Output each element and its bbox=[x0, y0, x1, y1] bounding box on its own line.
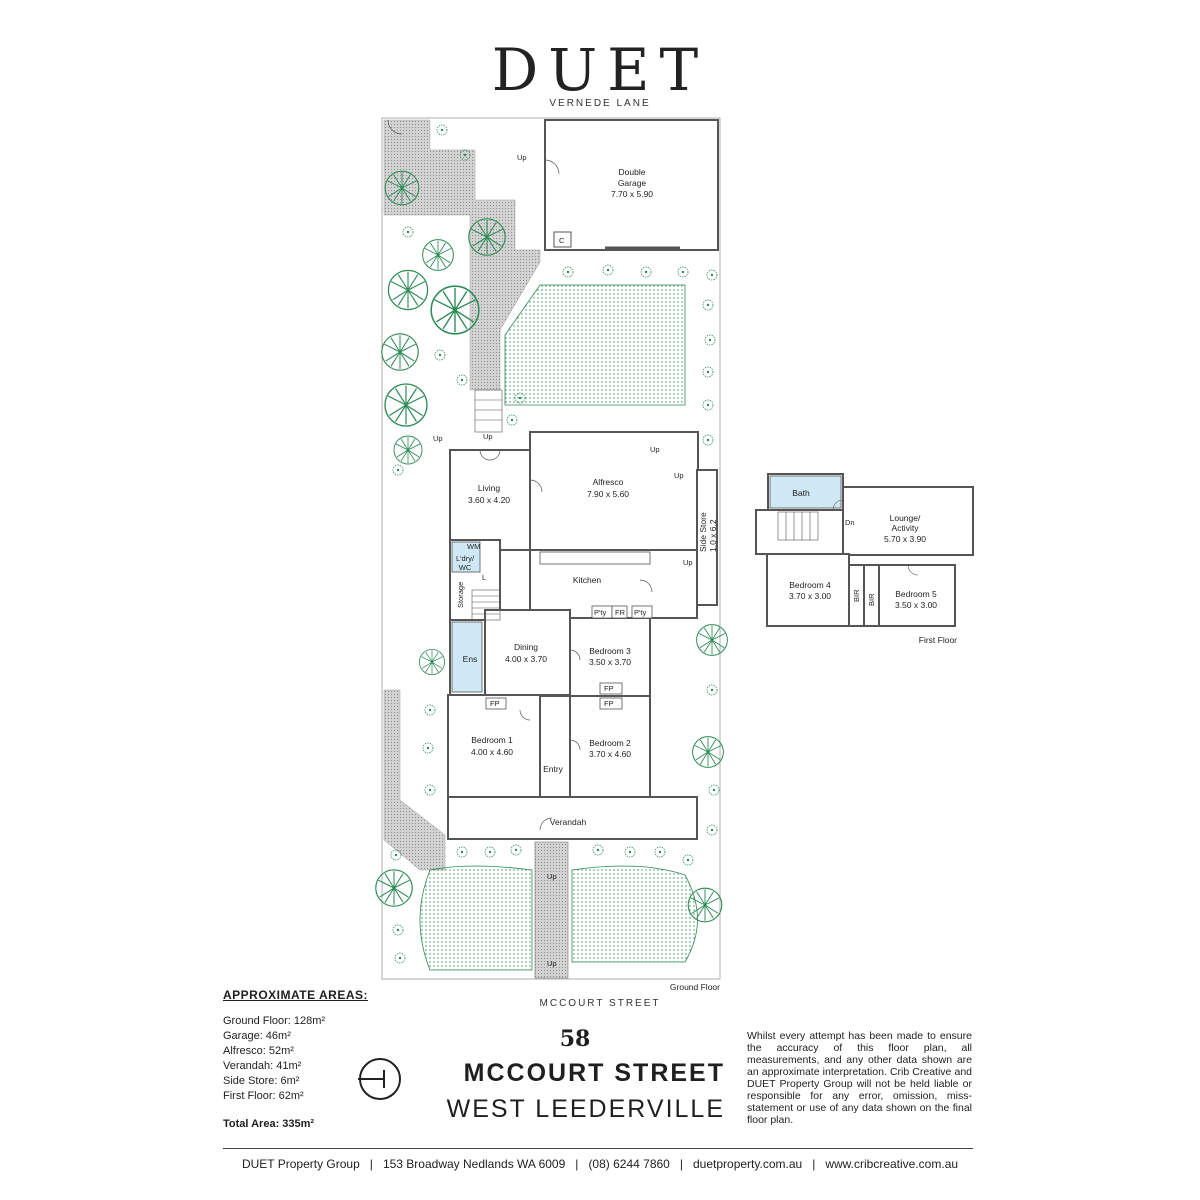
up-label: Up bbox=[547, 872, 557, 881]
footer-separator: | bbox=[812, 1157, 816, 1171]
storage-label: Storage bbox=[456, 582, 465, 608]
alfresco-dims: 7.90 x 5.60 bbox=[587, 489, 629, 499]
laundry-label-2: WC bbox=[459, 563, 472, 572]
area-item: Garage: 46m² bbox=[223, 1030, 291, 1042]
bedroom3-dims: 3.50 x 3.70 bbox=[589, 657, 631, 667]
areas-panel: APPROXIMATE AREAS: Ground Floor: 128m² G… bbox=[223, 988, 423, 1130]
area-item: Side Store: 6m² bbox=[223, 1075, 300, 1087]
living-label: Living bbox=[478, 483, 500, 493]
street-number: 58 bbox=[559, 1026, 591, 1052]
up-label: Up bbox=[483, 432, 493, 441]
cupboard-label: C bbox=[559, 236, 565, 245]
side-store-label: Side Store bbox=[698, 512, 708, 552]
side-store-dims: 1.0 x 6.2 bbox=[708, 519, 718, 552]
up-label: Up bbox=[433, 434, 443, 443]
bedroom5-label: Bedroom 5 bbox=[895, 589, 937, 599]
garage-label-2: Garage bbox=[618, 178, 647, 188]
bedroom5-dims: 3.50 x 3.00 bbox=[895, 600, 937, 610]
bedroom4-label: Bedroom 4 bbox=[789, 580, 831, 590]
kitchen-label: Kitchen bbox=[573, 575, 602, 585]
washing-machine-label: WM bbox=[467, 542, 480, 551]
dining-label: Dining bbox=[514, 642, 538, 652]
laundry-label: L'dry/ bbox=[456, 554, 475, 563]
footer-website-link[interactable]: duetproperty.com.au bbox=[693, 1157, 803, 1171]
first-floor-label: First Floor bbox=[919, 635, 957, 645]
street-label: MCCOURT STREET bbox=[539, 998, 661, 1009]
bedroom2-label: Bedroom 2 bbox=[589, 738, 631, 748]
pantry-label: P'ty bbox=[594, 608, 607, 617]
bedroom1-dims: 4.00 x 4.60 bbox=[471, 747, 513, 757]
bedroom2-dims: 3.70 x 4.60 bbox=[589, 749, 631, 759]
footer-separator: | bbox=[369, 1157, 373, 1171]
up-label: Up bbox=[683, 558, 693, 567]
ground-floor-label: Ground Floor bbox=[670, 982, 720, 992]
footer-divider bbox=[223, 1148, 973, 1149]
area-item: First Floor: 62m² bbox=[223, 1090, 304, 1102]
linen-label: L bbox=[482, 573, 486, 582]
pantry-label: P'ty bbox=[634, 608, 647, 617]
footer-company: DUET Property Group bbox=[241, 1157, 360, 1171]
up-label: Up bbox=[674, 471, 684, 480]
lounge-label: Lounge/ bbox=[890, 513, 921, 523]
footer-phone[interactable]: (08) 6244 7860 bbox=[588, 1157, 670, 1171]
entry-label: Entry bbox=[543, 764, 564, 774]
fireplace-label: FP bbox=[490, 699, 500, 708]
fireplace-label: FP bbox=[604, 684, 614, 693]
robe-label: BIR bbox=[852, 589, 861, 602]
fireplace-label: FP bbox=[604, 699, 614, 708]
up-label: Up bbox=[547, 959, 557, 968]
footer: DUET Property Group | 153 Broadway Nedla… bbox=[0, 1157, 1200, 1171]
disclaimer: Whilst every attempt has been made to en… bbox=[747, 1030, 972, 1126]
brand-logo: DUET bbox=[491, 36, 709, 104]
address-street: MCCOURT STREET bbox=[463, 1059, 725, 1087]
area-item: Verandah: 41m² bbox=[223, 1060, 302, 1072]
lounge-dims: 5.70 x 3.90 bbox=[884, 534, 926, 544]
total-area: Total Area: 335m² bbox=[223, 1118, 315, 1130]
lounge-label-2: Activity bbox=[892, 523, 920, 533]
garage-label: Double bbox=[619, 167, 646, 177]
bedroom4-dims: 3.70 x 3.00 bbox=[789, 591, 831, 601]
area-item: Ground Floor: 128m² bbox=[223, 1015, 326, 1027]
footer-credit-link[interactable]: www.cribcreative.com.au bbox=[825, 1157, 959, 1171]
dining-dims: 4.00 x 3.70 bbox=[505, 654, 547, 664]
lane-label: VERNEDE LANE bbox=[549, 98, 651, 109]
areas-list: Ground Floor: 128m² Garage: 46m² Alfresc… bbox=[223, 1014, 423, 1104]
living-dims: 3.60 x 4.20 bbox=[468, 495, 510, 505]
footer-separator: | bbox=[575, 1157, 579, 1171]
robe-label: BIR bbox=[867, 593, 876, 606]
bedroom1-label: Bedroom 1 bbox=[471, 735, 513, 745]
up-label: Up bbox=[517, 153, 527, 162]
fridge-label: FR bbox=[615, 608, 626, 617]
bedroom3-label: Bedroom 3 bbox=[589, 646, 631, 656]
area-item: Alfresco: 52m² bbox=[223, 1045, 294, 1057]
up-label: Up bbox=[650, 445, 660, 454]
areas-title: APPROXIMATE AREAS: bbox=[223, 988, 369, 1002]
alfresco-label: Alfresco bbox=[593, 477, 624, 487]
address-suburb: WEST LEEDERVILLE bbox=[446, 1095, 725, 1123]
footer-address: 153 Broadway Nedlands WA 6009 bbox=[382, 1157, 566, 1171]
bath-label: Bath bbox=[792, 488, 810, 498]
ensuite-label: Ens bbox=[463, 654, 478, 664]
floor-plan: Double Garage 7.70 x 5.90 Alfresco 7.90 … bbox=[375, 117, 974, 992]
north-arrow-icon bbox=[358, 1058, 401, 1100]
down-label: Dn bbox=[845, 518, 855, 527]
garage-dims: 7.70 x 5.90 bbox=[611, 189, 653, 199]
verandah-label: Verandah bbox=[550, 817, 587, 827]
footer-separator: | bbox=[679, 1157, 683, 1171]
